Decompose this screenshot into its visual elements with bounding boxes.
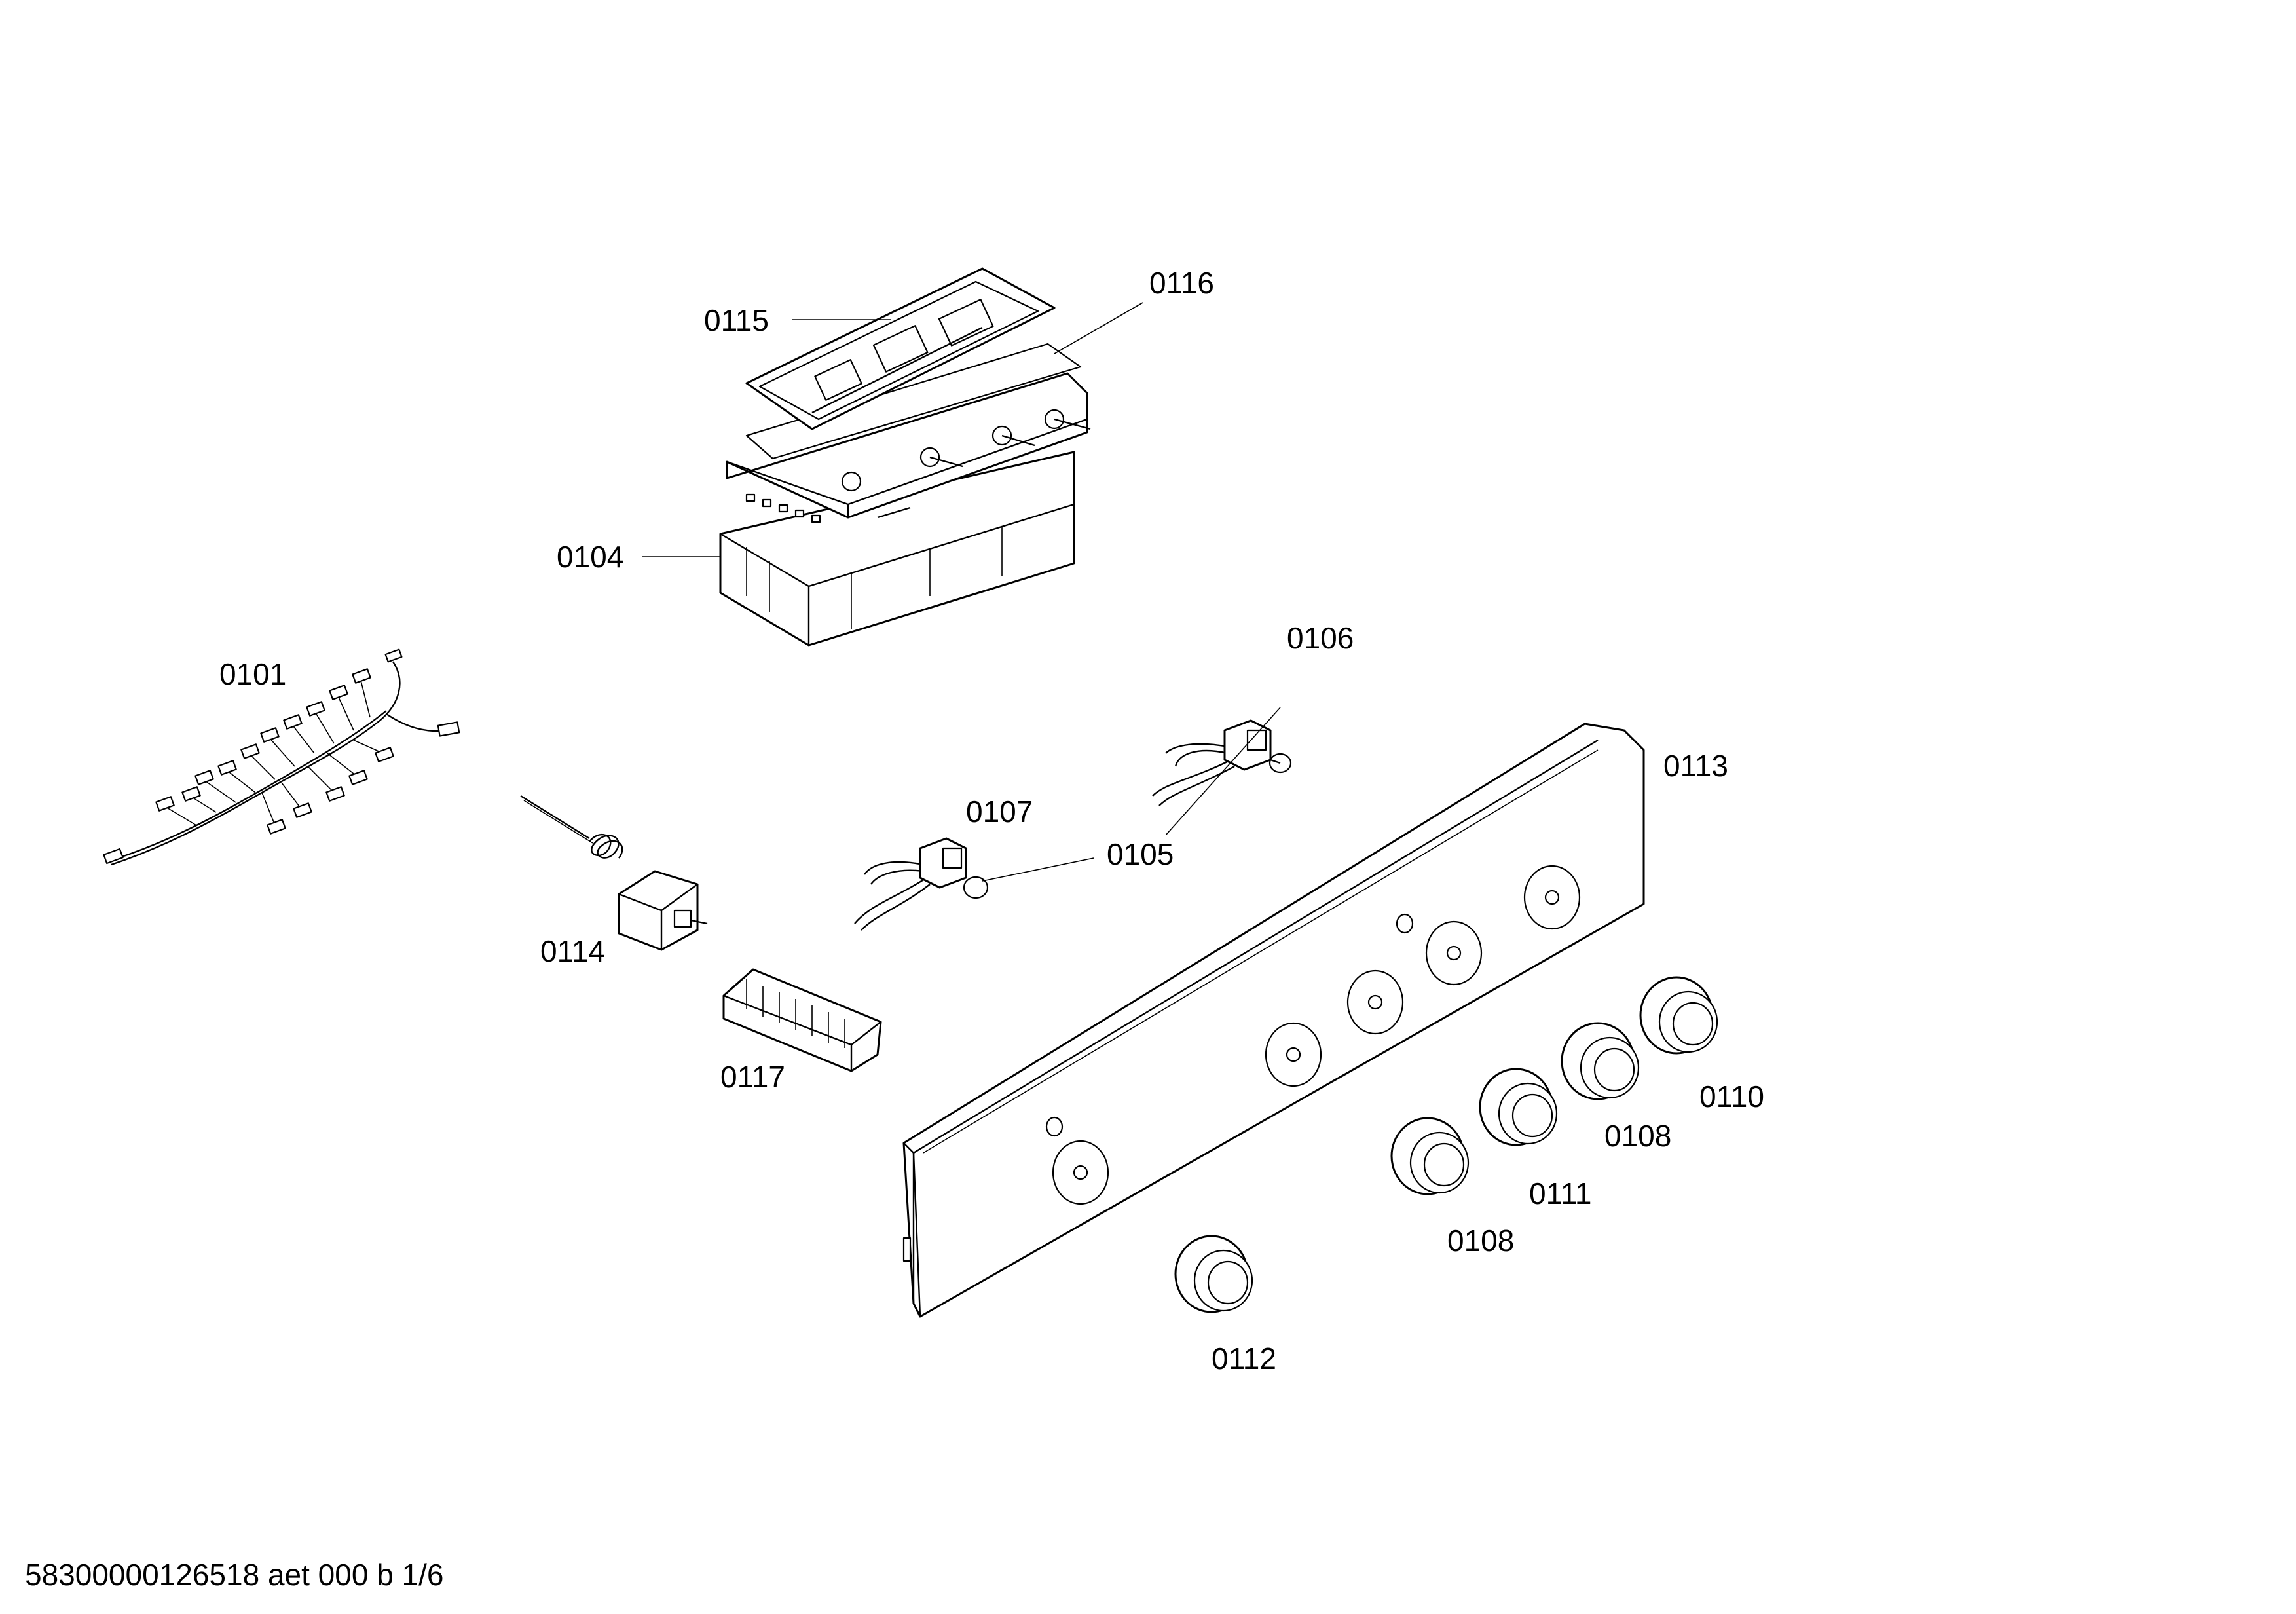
label-0105: 0105 bbox=[1107, 837, 1174, 871]
knob-0110 bbox=[1639, 976, 1718, 1055]
label-0115: 0115 bbox=[704, 303, 769, 337]
label-0114: 0114 bbox=[540, 934, 605, 968]
housing-0104 bbox=[719, 451, 1075, 647]
label-0108-lower: 0108 bbox=[1447, 1224, 1514, 1258]
document-footer-code: 58300000126518 aet 000 b 1/6 bbox=[25, 1558, 444, 1592]
carrier-0116 bbox=[726, 343, 1091, 523]
label-0108-upper: 0108 bbox=[1604, 1119, 1671, 1153]
label-0117: 0117 bbox=[720, 1060, 785, 1094]
label-0113: 0113 bbox=[1663, 749, 1728, 783]
thermostat-0114 bbox=[520, 795, 708, 951]
top-frame-0115 bbox=[745, 267, 1056, 430]
connector-terminals bbox=[103, 648, 460, 865]
knob-0112 bbox=[1174, 1235, 1253, 1313]
label-0107: 0107 bbox=[966, 795, 1033, 829]
leader-lines bbox=[642, 302, 1281, 882]
control-panel-0113 bbox=[902, 723, 1645, 1318]
terminal-block-0117 bbox=[722, 968, 882, 1072]
knob-0111 bbox=[1479, 1068, 1558, 1146]
wiring-harness-0101 bbox=[103, 648, 460, 866]
switch-block-assembly bbox=[719, 267, 1091, 647]
label-0116: 0116 bbox=[1149, 266, 1214, 300]
label-0110: 0110 bbox=[1699, 1079, 1764, 1114]
label-0111: 0111 bbox=[1529, 1176, 1592, 1210]
contact-row bbox=[745, 493, 821, 523]
knob-0108-upper bbox=[1561, 1022, 1640, 1100]
label-0101: 0101 bbox=[219, 657, 286, 691]
label-0106: 0106 bbox=[1287, 621, 1354, 655]
switch-0107 bbox=[854, 837, 989, 931]
part-labels: 0115 0116 0104 0101 0106 0113 0107 0105 … bbox=[219, 266, 1764, 1376]
knob-0108-lower bbox=[1390, 1117, 1470, 1195]
label-0112: 0112 bbox=[1212, 1342, 1276, 1376]
panel-knob-openings bbox=[1045, 865, 1581, 1205]
label-0104: 0104 bbox=[557, 540, 623, 574]
switch-0106 bbox=[1152, 719, 1292, 806]
